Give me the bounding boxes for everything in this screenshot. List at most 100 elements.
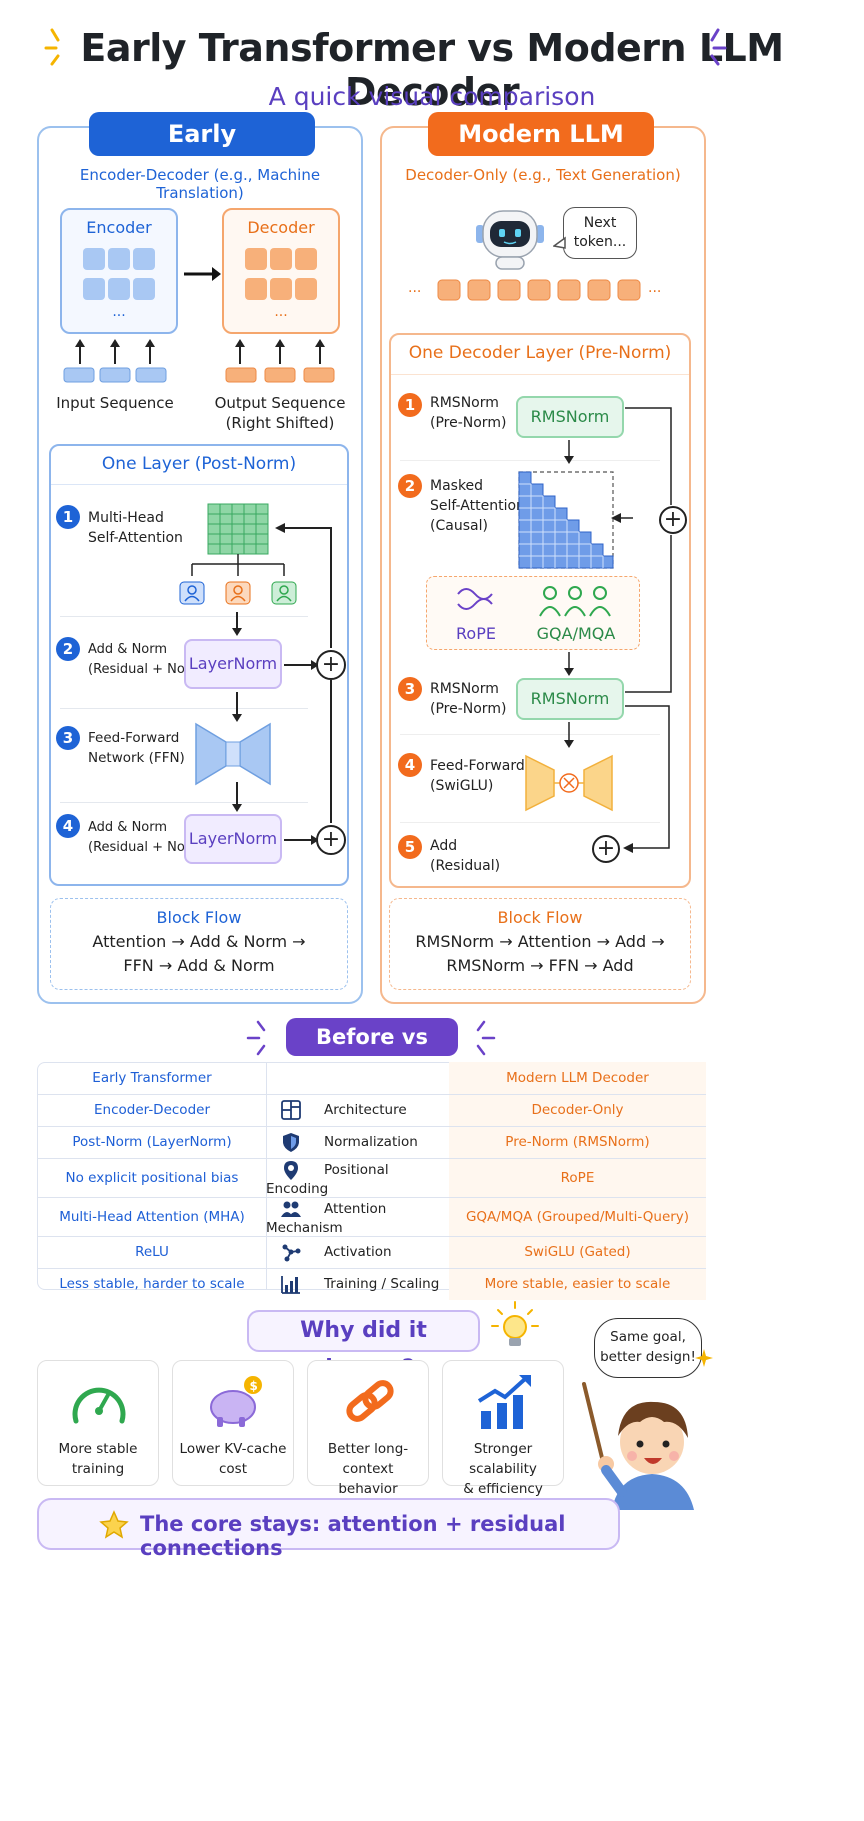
step-3-badge: 3 <box>56 726 80 750</box>
aspect-label: Architecture <box>324 1102 407 1118</box>
chain-link-icon <box>346 1380 394 1422</box>
core-banner <box>37 1498 620 1550</box>
decoder-box: Decoder ... <box>222 208 340 334</box>
divider <box>60 616 308 617</box>
encoder-cell <box>133 248 155 270</box>
svg-text:$: $ <box>250 1379 258 1393</box>
left-block-flow-line-1: Attention → Add & Norm → <box>92 932 306 951</box>
decoder-cell <box>245 278 267 300</box>
r-step-1-text: RMSNorm(Pre-Norm) <box>430 395 507 431</box>
table-row: No explicit positional bias Positional E… <box>38 1157 706 1197</box>
decoder-cell <box>295 278 317 300</box>
divider <box>391 374 689 375</box>
left-block-flow-box <box>50 898 348 990</box>
residual-add-2: + <box>316 825 346 855</box>
bubble-tail <box>553 236 566 249</box>
output-sequence-label: Output Sequence <box>214 394 346 412</box>
table-head-left: Early Transformer <box>92 1069 212 1086</box>
encoder-cell <box>108 278 130 300</box>
r-step-1-badge: 1 <box>398 393 422 417</box>
table-cell-modern: RoPE <box>449 1157 706 1197</box>
encoder-dots: ... <box>112 304 126 320</box>
post-norm-layer-title: One Layer (Post-Norm) <box>101 454 297 474</box>
table-head-mid <box>266 1062 449 1094</box>
divider <box>60 802 308 803</box>
burst-left-icon <box>246 1020 266 1056</box>
decoder-cell <box>295 248 317 270</box>
divider <box>400 822 660 823</box>
residual-add-right-2: + <box>592 835 620 863</box>
speech-bubble <box>594 1318 702 1378</box>
aspect-label: Positional Encoding <box>266 1161 389 1197</box>
next-token-bubble <box>563 207 637 259</box>
step-1-badge: 1 <box>56 505 80 529</box>
gqa-people-icon <box>539 586 611 617</box>
output-sequence-note: (Right Shifted) <box>225 414 335 432</box>
encoder-box: Encoder ... <box>60 208 178 334</box>
card-scalability: Stronger scalability& efficiency <box>442 1360 564 1497</box>
right-block-flow-box <box>389 898 691 990</box>
divider <box>60 708 308 709</box>
r-step-5-text: Add(Residual) <box>430 838 501 874</box>
bar-chart-icon <box>281 1276 300 1295</box>
sparkle-star-icon <box>695 1349 713 1367</box>
sequence-arrows <box>63 339 335 383</box>
post-norm-connectors <box>232 523 332 845</box>
r-step-4-badge: 4 <box>398 753 422 777</box>
attention-matrix-diagram <box>179 503 297 605</box>
encoder-cell <box>83 278 105 300</box>
right-block-flow-title: Block Flow <box>497 908 583 927</box>
step-4-badge: 4 <box>56 814 80 838</box>
token-sequence <box>437 279 641 301</box>
token-dots-left: ... <box>408 280 422 296</box>
rope-label: RoPE <box>456 624 496 643</box>
r-step-3-text: RMSNorm(Pre-Norm) <box>430 681 507 717</box>
table-cell-aspect: Positional Encoding <box>266 1157 449 1197</box>
left-subheader: Encoder-Decoder (e.g., Machine Translati… <box>79 166 321 202</box>
table-row: Post-Norm (LayerNorm) Normalization Pre-… <box>38 1125 706 1158</box>
sparkle-right-icon <box>710 28 727 66</box>
table-cell-modern: More stable, easier to scale <box>449 1267 706 1300</box>
rmsnorm-box-2: RMSNorm <box>516 678 624 720</box>
aspect-label: Training / Scaling <box>324 1276 440 1293</box>
rmsnorm-box-1: RMSNorm <box>516 396 624 438</box>
table-cell-early: ReLU <box>38 1235 266 1268</box>
before-after-header: Before vs After <box>286 1018 458 1087</box>
people-icon <box>281 1201 301 1217</box>
table-cell-early: Less stable, harder to scale <box>38 1267 266 1300</box>
growth-chart-icon <box>477 1375 531 1429</box>
nodes-icon <box>282 1244 301 1262</box>
ffn-icon <box>195 722 271 786</box>
table-cell-early: Multi-Head Attention (MHA) <box>38 1196 266 1236</box>
pre-norm-connectors <box>564 407 672 853</box>
decoder-label: Decoder <box>247 218 315 237</box>
star-icon <box>99 1510 129 1539</box>
r-step-5-badge: 5 <box>398 835 422 859</box>
table-cell-aspect: Architecture <box>266 1093 449 1126</box>
divider <box>51 484 347 485</box>
divider <box>400 460 660 461</box>
right-block-flow-line-2: RMSNorm → FFN → Add <box>446 956 634 975</box>
left-block-flow-title: Block Flow <box>156 908 242 927</box>
aspect-label: Normalization <box>324 1134 418 1150</box>
table-head-right: Modern LLM Decoder <box>449 1062 706 1094</box>
early-transformer-header: Early Transformer <box>89 112 315 192</box>
gqa-label: GQA/MQA <box>536 624 616 643</box>
encoder-cell <box>83 248 105 270</box>
rope-wave-icon <box>457 588 493 610</box>
right-block-flow-line-1: RMSNorm → Attention → Add → <box>415 932 665 951</box>
r-step-2-badge: 2 <box>398 474 422 498</box>
table-cell-early: Encoder-Decoder <box>38 1093 266 1126</box>
table-cell-modern: GQA/MQA (Grouped/Multi-Query) <box>449 1196 706 1236</box>
core-message: The core stays: attention + residual con… <box>140 1512 566 1560</box>
table-cell-early: Post-Norm (LayerNorm) <box>38 1125 266 1158</box>
aspect-label: Activation <box>324 1244 392 1260</box>
speech-text: Same goal,better design! <box>600 1329 696 1365</box>
table-cell-aspect: Attention Mechanism <box>266 1196 449 1236</box>
table-cell-modern: Pre-Norm (RMSNorm) <box>449 1125 706 1158</box>
piggy-bank-icon: $ <box>210 1376 262 1427</box>
